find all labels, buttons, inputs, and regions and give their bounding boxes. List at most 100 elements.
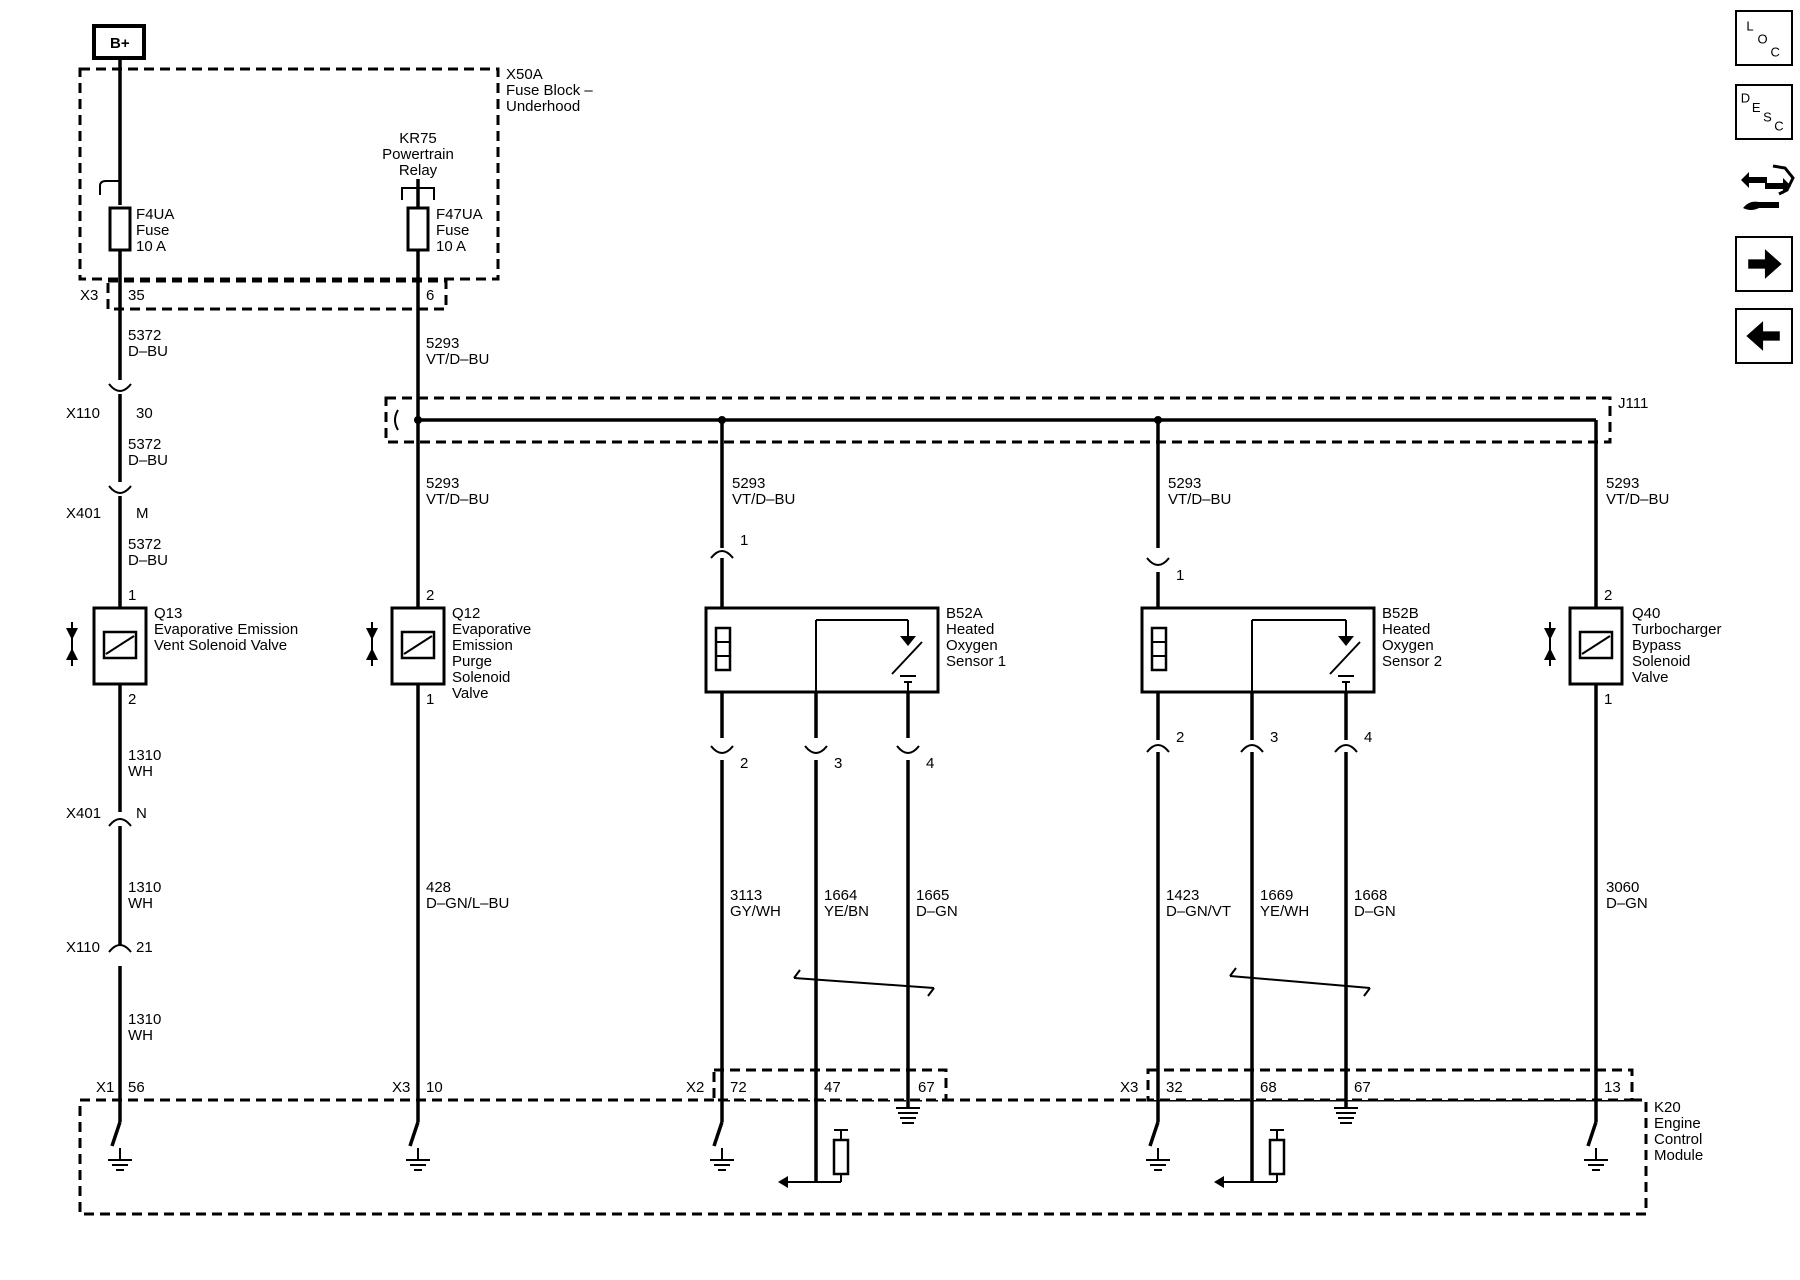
connector-x401-top-pin: M: [136, 505, 149, 522]
splice-j111: J111: [384, 395, 1648, 444]
q40-id: Q40: [1632, 605, 1660, 622]
wire-1669-color: YE/WH: [1260, 903, 1309, 920]
b52b-id: B52B: [1382, 605, 1419, 622]
relay-id: KR75: [399, 130, 437, 147]
wire-1664-circuit: 1664: [824, 887, 857, 904]
fuse-block-desc-1: Fuse Block –: [506, 82, 593, 99]
connector-x110-bot: X110: [66, 939, 100, 956]
wire-1423-color: D–GN/VT: [1166, 903, 1231, 920]
wire-3113-circuit: 3113: [730, 887, 762, 904]
connector-tools-button[interactable]: [1735, 156, 1797, 218]
q13-desc-1: Evaporative Emission: [154, 621, 298, 638]
next-button[interactable]: [1735, 236, 1793, 292]
relay-desc-2: Relay: [399, 162, 438, 179]
location-button[interactable]: L O C: [1735, 10, 1793, 66]
q40-desc-1: Turbocharger: [1632, 621, 1722, 638]
arrow-left-icon: [1746, 321, 1780, 351]
wire-3060-circuit: 3060: [1606, 879, 1639, 896]
svg-text:C: C: [1771, 45, 1780, 60]
sensing-element-icon: [891, 620, 923, 692]
valve-arrow-q40-icon: [1544, 622, 1556, 666]
b52b-desc-3: Sensor 2: [1382, 653, 1442, 670]
ecm-id: K20: [1654, 1099, 1681, 1116]
wire-5293-b52b-color: VT/D–BU: [1168, 491, 1231, 508]
wire-1664-color: YE/BN: [824, 903, 869, 920]
ecm-x3b-pin-68: 68: [1260, 1079, 1277, 1096]
connector-x110-top: X110: [66, 405, 100, 422]
arrow-right-icon: [1748, 249, 1782, 279]
ecm-desc-2: Control: [1654, 1131, 1702, 1148]
b52a-pin-4: 4: [926, 755, 934, 772]
fuse-a-rating: 10 A: [136, 238, 166, 255]
wire-5293-q40-circuit: 5293: [1606, 475, 1639, 492]
wire-1310-c-color: WH: [128, 1027, 153, 1044]
q13-desc-2: Vent Solenoid Valve: [154, 637, 287, 654]
wire-5372-c-color: D–BU: [128, 552, 168, 569]
q12-desc-5: Valve: [452, 685, 488, 702]
wire-3060-color: D–GN: [1606, 895, 1648, 912]
fuse-block-pin-35: 35: [128, 287, 145, 304]
connector-x401-bot-pin: N: [136, 805, 147, 822]
ground-icon: [710, 1148, 734, 1171]
description-button[interactable]: D E S C: [1735, 84, 1793, 140]
b52b-desc-1: Heated: [1382, 621, 1430, 638]
wire-1310-a-color: WH: [128, 763, 153, 780]
wire-5372-b-circuit: 5372: [128, 436, 161, 453]
ecm-x3b-id: X3: [1120, 1079, 1138, 1096]
svg-text:E: E: [1752, 100, 1761, 115]
wire-5293-b52a-color: VT/D–BU: [732, 491, 795, 508]
ecm-x2-pin-47: 47: [824, 1079, 841, 1096]
resistor-icon: [778, 1129, 850, 1188]
wire-1310-c-circuit: 1310: [128, 1011, 161, 1028]
solenoid-q13-icon: [92, 606, 148, 686]
b52b-desc-2: Oxygen: [1382, 637, 1434, 654]
b-plus-label: B+: [110, 35, 130, 52]
ground-icon: [406, 1148, 430, 1171]
q12-pin-top: 2: [426, 587, 434, 604]
wire-5293-q40-color: VT/D–BU: [1606, 491, 1669, 508]
sensor-b52a-box: [704, 606, 940, 694]
ground-icon: [1334, 1107, 1358, 1124]
b52a-id: B52A: [946, 605, 983, 622]
back-button[interactable]: [1735, 308, 1793, 364]
q13-id: Q13: [154, 605, 182, 622]
fuse-b-type: Fuse: [436, 222, 469, 239]
wire-428-color: D–GN/L–BU: [426, 895, 509, 912]
b52b-pin-2: 2: [1176, 729, 1184, 746]
circuit-q40: 5293 VT/D–BU 2 1 Q40 Turbocharger Bypass…: [1544, 420, 1722, 1171]
wire-5293-b52b-circuit: 5293: [1168, 475, 1201, 492]
fuse-f4ua-icon: [108, 206, 132, 252]
q40-pin-top: 2: [1604, 587, 1612, 604]
wire-1668-color: D–GN: [1354, 903, 1396, 920]
resistor-icon: [1214, 1129, 1286, 1188]
connector-x401-bot: X401: [66, 805, 101, 822]
ground-icon: [1146, 1148, 1170, 1171]
q40-desc-3: Solenoid: [1632, 653, 1690, 670]
svg-text:C: C: [1774, 119, 1783, 134]
connector-x110-top-pin: 30: [136, 405, 153, 422]
wire-1669-circuit: 1669: [1260, 887, 1293, 904]
wire-5293-main-circuit: 5293: [426, 335, 459, 352]
svg-text:O: O: [1758, 32, 1768, 47]
q12-pin-bot: 1: [426, 691, 434, 708]
svg-text:S: S: [1763, 109, 1772, 124]
wire-5293-b52a-circuit: 5293: [732, 475, 765, 492]
q12-id: Q12: [452, 605, 480, 622]
b52b-pin-4: 4: [1364, 729, 1372, 746]
heater-element-icon: [714, 626, 732, 672]
wire-1310-a-circuit: 1310: [128, 747, 161, 764]
sensing-element-icon: [1329, 620, 1361, 692]
circuit-q13: 5372 D–BU X110 30 5372 D–BU X401 M 5372 …: [66, 58, 298, 1171]
q12-desc-4: Solenoid: [452, 669, 510, 686]
ecm-desc-3: Module: [1654, 1147, 1703, 1164]
ground-icon: [1584, 1148, 1608, 1171]
valve-arrow-q13-icon: [66, 622, 78, 666]
fuse-block-desc-2: Underhood: [506, 98, 580, 115]
svg-text:D: D: [1741, 91, 1750, 106]
heater-element-icon: [1150, 626, 1168, 672]
wire-1665-circuit: 1665: [916, 887, 949, 904]
ecm-x3a-id: X3: [392, 1079, 410, 1096]
wire-5293-main-color: VT/D–BU: [426, 351, 489, 368]
circuit-q12: 5293 VT/D–BU 5293 VT/D–BU 2 1 Q12 Evapor…: [366, 179, 531, 1171]
